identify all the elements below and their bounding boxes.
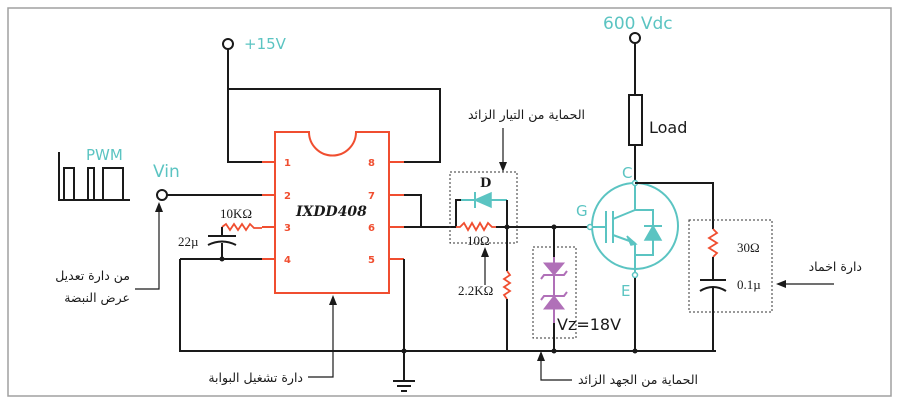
pwm-source-annotation-line2: عرض النبضة xyxy=(64,290,130,306)
pin-7-label: 7 xyxy=(368,191,375,202)
capacitor-22u-label: 22µ xyxy=(178,234,199,249)
zener-diode-icon xyxy=(540,262,568,280)
resistor-2-2k-label: 2.2KΩ xyxy=(458,283,493,298)
diode-left-lead xyxy=(455,199,461,227)
load-label: Load xyxy=(649,118,687,137)
vin-label: Vin xyxy=(153,162,180,182)
pwm-waveform-icon xyxy=(58,152,130,201)
arrow-left-icon xyxy=(776,280,786,288)
pin-2-label: 2 xyxy=(284,191,291,202)
igbt-gate-label: G xyxy=(576,202,588,220)
snubber-top-wire xyxy=(635,182,714,229)
snubber-bottom-wire xyxy=(635,287,714,352)
igbt-collector-label: C xyxy=(622,164,632,182)
pin-4-label: 4 xyxy=(284,255,291,266)
diode-icon xyxy=(473,191,492,209)
ic-right-pins xyxy=(389,161,404,260)
supply-600v-label: 600 Vdc xyxy=(603,14,673,34)
arrow-up-icon xyxy=(329,295,337,305)
diode-label: D xyxy=(480,176,491,191)
diagram-frame xyxy=(7,7,892,397)
snubber-box xyxy=(688,219,773,313)
resistor-2-2k xyxy=(502,270,512,300)
pin-5-label: 5 xyxy=(368,255,375,266)
ground-bus xyxy=(179,259,716,352)
arrow-down-icon xyxy=(499,162,507,172)
arrow-up-icon xyxy=(537,351,545,361)
pin-8-label: 8 xyxy=(368,158,375,169)
overcurrent-protection-box xyxy=(449,171,518,244)
resistor-10k-label: 10KΩ xyxy=(220,206,252,221)
gate-drive-leader xyxy=(308,302,334,378)
supply-15v-label: +15V xyxy=(244,35,287,53)
pwm-source-leader xyxy=(135,209,160,290)
open-terminal-icon xyxy=(629,32,641,44)
open-terminal-icon xyxy=(222,38,234,50)
gate-drive-annotation: دارة تشغيل البوابة xyxy=(208,370,303,386)
pwm-source-annotation-line1: من دارة تعديل xyxy=(55,268,130,284)
snubber-annotation: دارة اخماد xyxy=(809,259,862,275)
overvoltage-leader xyxy=(540,358,572,381)
junction-node xyxy=(551,348,557,354)
pin-3-label: 3 xyxy=(284,223,291,234)
ic-name-label: IXDD408 xyxy=(295,204,367,220)
overcurrent-protection-annotation: الحماية من التيار الزائد xyxy=(468,107,585,123)
overvoltage-protection-annotation: الحماية من الجهد الزائد xyxy=(578,372,698,388)
junction-node xyxy=(219,256,225,262)
vin-terminal-icon xyxy=(156,189,168,201)
arrow-up-icon xyxy=(155,202,163,212)
arrow-up-icon xyxy=(481,247,489,257)
resistor-30-ohm-label: 30Ω xyxy=(737,240,760,255)
capacitor-22u-plate-bottom xyxy=(207,240,237,246)
resistor-10k xyxy=(221,222,262,232)
pin7-wire xyxy=(404,194,422,227)
pwm-label: PWM xyxy=(86,146,123,164)
ic-left-pins xyxy=(262,161,275,260)
capacitor-0-1u-label: 0.1µ xyxy=(737,277,761,292)
pin-1-label: 1 xyxy=(284,158,291,169)
igbt-emitter-label: E xyxy=(621,282,630,300)
resistor-10-ohm-label: 10Ω xyxy=(467,233,490,248)
zener-diode-icon xyxy=(540,291,568,310)
vcc-wire xyxy=(227,49,262,163)
resistor-10-ohm xyxy=(456,221,496,232)
load-resistor xyxy=(628,94,643,146)
supply-15v: +15V xyxy=(222,35,441,163)
ground-icon xyxy=(393,351,415,392)
vcc-pin8-wire xyxy=(228,88,441,163)
zener-label: Vz=18V xyxy=(557,315,621,334)
driver-ic: 1 2 3 4 8 7 6 5 IXDD408 xyxy=(262,131,404,294)
igbt-icon xyxy=(586,179,679,279)
pin-6-label: 6 xyxy=(368,223,375,234)
ic-body xyxy=(274,131,390,294)
resistor-30-ohm xyxy=(707,228,719,258)
